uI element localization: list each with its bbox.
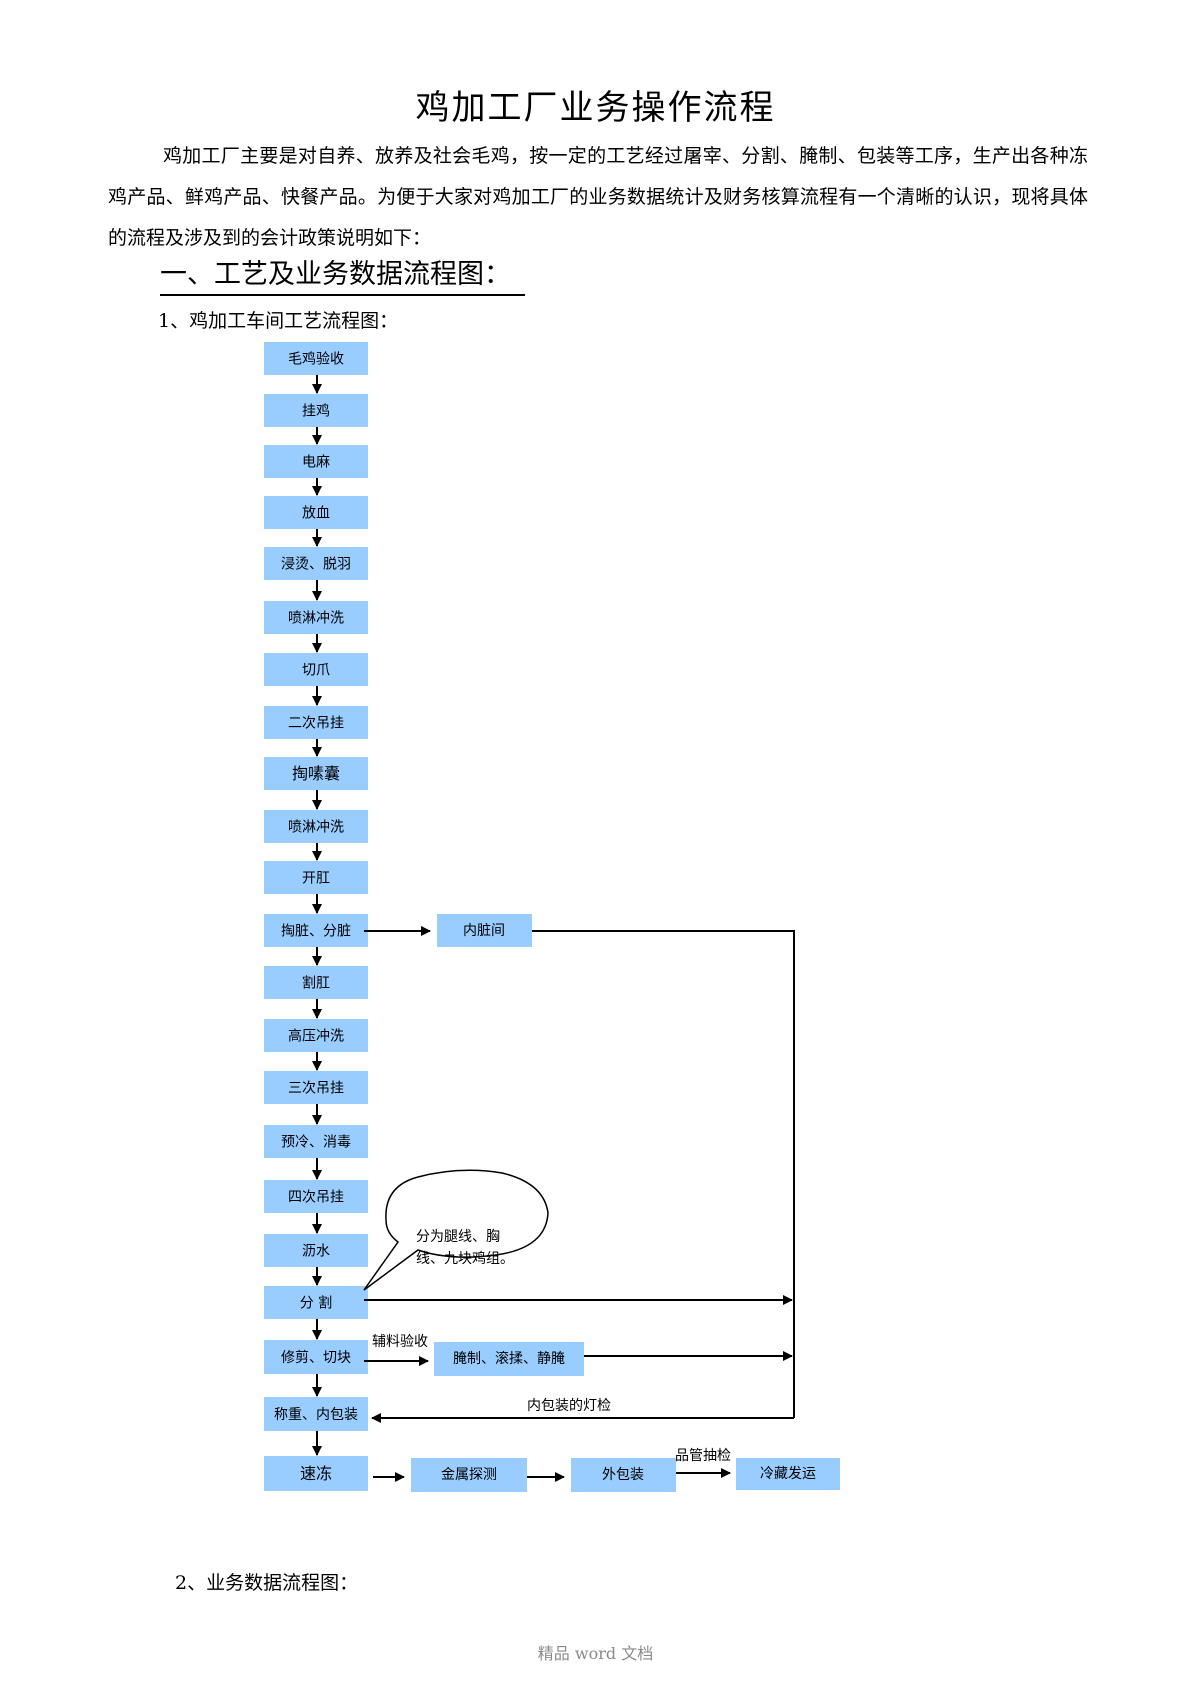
flow-step-label: 喷淋冲洗 bbox=[288, 611, 344, 627]
aux-acceptance-label: 辅料验收 bbox=[372, 1334, 428, 1350]
flow-step-box bbox=[264, 757, 368, 790]
flow-step-box bbox=[264, 1180, 368, 1213]
flow-step-box bbox=[264, 810, 368, 843]
outer-packing-box bbox=[571, 1458, 676, 1492]
flow-step-label: 修剪、切块 bbox=[281, 1350, 351, 1366]
flow-step-box bbox=[264, 861, 368, 894]
page-title: 鸡加工厂业务操作流程 bbox=[415, 88, 776, 128]
flow-step-box bbox=[264, 653, 368, 686]
flow-step-box bbox=[264, 601, 368, 634]
flow-step-box bbox=[264, 914, 368, 947]
subheading-process-flow: 1、鸡加工车间工艺流程图： bbox=[158, 310, 399, 332]
flow-step-box bbox=[264, 1340, 368, 1374]
cold-storage-box bbox=[736, 1458, 840, 1490]
outer-packing-label: 外包装 bbox=[602, 1467, 644, 1483]
intro-paragraph: 鸡加工厂主要是对自养、放养及社会毛鸡，按一定的工艺经过屠宰、分割、腌制、包装等工… bbox=[108, 145, 1088, 249]
callout-bubble bbox=[363, 1169, 549, 1291]
page-footer: 精品 word 文档 bbox=[537, 1644, 654, 1663]
marinate-label: 腌制、滚揉、静腌 bbox=[453, 1350, 565, 1367]
flow-step-box bbox=[264, 394, 368, 427]
flow-step-box bbox=[264, 1071, 368, 1104]
flow-step-label: 称重、内包装 bbox=[274, 1407, 358, 1423]
flow-step-box bbox=[264, 1019, 368, 1052]
flow-step-label: 高压冲洗 bbox=[288, 1028, 344, 1045]
flow-step-label: 喷淋冲洗 bbox=[288, 820, 344, 836]
metal-detection-box bbox=[411, 1458, 527, 1492]
section-heading: 一、工艺及业务数据流程图： bbox=[160, 256, 525, 296]
flow-step-box bbox=[264, 1456, 368, 1491]
flow-step-box bbox=[264, 1397, 368, 1431]
flow-step-label: 掏脏、分脏 bbox=[281, 924, 351, 940]
flow-step-label: 切爪 bbox=[302, 663, 330, 679]
flow-step-label: 毛鸡验收 bbox=[288, 351, 344, 368]
lamp-check-label: 内包装的灯检 bbox=[527, 1398, 611, 1414]
flow-steps: 毛鸡验收挂鸡电麻放血浸烫、脱羽喷淋冲洗切爪二次吊挂掏嗉囊喷淋冲洗开肛掏脏、分脏割… bbox=[264, 342, 368, 1491]
subheading-data-flow: 2、业务数据流程图： bbox=[175, 1572, 359, 1594]
flow-step-label: 割肛 bbox=[302, 975, 330, 992]
flow-step-label: 速冻 bbox=[300, 1464, 332, 1483]
callout-line-1: 分为腿线、胸 bbox=[416, 1229, 500, 1245]
marinate-box bbox=[434, 1342, 584, 1376]
callout-line-2: 线、九块鸡组。 bbox=[416, 1250, 514, 1267]
flow-step-label: 浸烫、脱羽 bbox=[281, 557, 351, 573]
flow-step-box bbox=[264, 445, 368, 478]
flow-step-label: 掏嗉囊 bbox=[292, 764, 340, 783]
flow-step-label: 四次吊挂 bbox=[288, 1190, 344, 1206]
flow-step-box bbox=[264, 1234, 368, 1267]
viscera-room-label: 内脏间 bbox=[463, 923, 505, 939]
flow-step-label: 三次吊挂 bbox=[288, 1081, 344, 1097]
flow-step-label: 分 割 bbox=[300, 1295, 332, 1312]
flow-step-label: 沥水 bbox=[302, 1244, 330, 1260]
qc-sampling-label: 品管抽检 bbox=[675, 1448, 731, 1464]
flow-step-label: 开肛 bbox=[302, 871, 330, 887]
flow-step-box bbox=[264, 496, 368, 529]
flow-step-box bbox=[264, 547, 368, 580]
viscera-return-line bbox=[532, 930, 795, 1418]
flow-step-label: 挂鸡 bbox=[302, 403, 330, 420]
cold-storage-label: 冷藏发运 bbox=[760, 1466, 816, 1482]
flow-step-label: 放血 bbox=[302, 506, 330, 522]
flow-step-box bbox=[264, 706, 368, 739]
flow-step-box bbox=[264, 342, 368, 375]
flow-step-label: 二次吊挂 bbox=[288, 716, 344, 732]
metal-detection-label: 金属探测 bbox=[441, 1467, 497, 1483]
flow-step-box bbox=[264, 966, 368, 999]
flow-step-label: 电麻 bbox=[302, 455, 330, 471]
flow-step-label: 预冷、消毒 bbox=[281, 1135, 351, 1151]
flow-step-box bbox=[264, 1125, 368, 1158]
flow-step-box bbox=[264, 1286, 368, 1319]
viscera-room-box bbox=[437, 914, 532, 947]
